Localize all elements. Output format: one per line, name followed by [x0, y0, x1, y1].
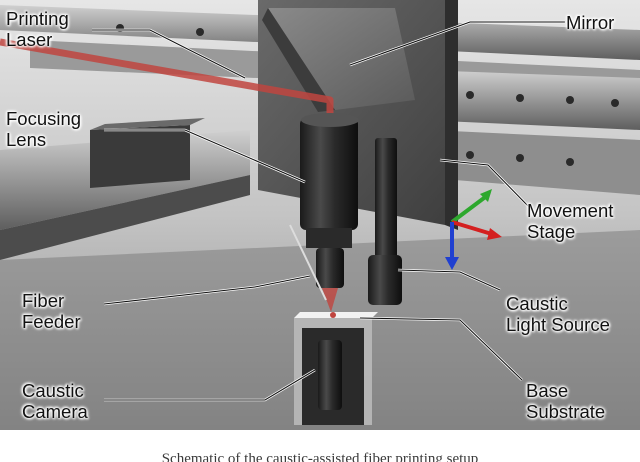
label-printing-laser-line1: Printing	[6, 8, 69, 29]
left-rail	[0, 118, 250, 260]
mirror	[262, 8, 415, 112]
setup-diagram	[0, 0, 640, 430]
figure-caption: Schematic of the caustic-assisted fiber …	[161, 451, 479, 462]
fiber-feeder-needle	[289, 224, 327, 301]
label-movement-stage-line2: Stage	[527, 221, 576, 242]
label-caustic-camera: Caustic Camera	[22, 380, 88, 422]
label-focusing-lens: Focusing Lens	[6, 108, 81, 150]
focusing-lens-assembly	[300, 113, 359, 288]
label-base-substrate-line1: Base	[526, 380, 569, 401]
leader-lines-core	[92, 21, 565, 401]
substrate-and-camera	[294, 312, 378, 425]
label-caustic-light-source-line1: Caustic	[506, 293, 568, 314]
label-base-substrate-line2: Substrate	[526, 401, 606, 422]
label-movement-stage: Movement Stage	[527, 200, 613, 242]
label-focusing-lens-line1: Focusing	[6, 108, 82, 129]
label-fiber-feeder-line1: Fiber	[22, 290, 65, 311]
label-caustic-camera-line1: Caustic	[22, 380, 84, 401]
label-printing-laser: Printing Laser	[6, 8, 69, 50]
label-caustic-light-source: Caustic Light Source	[506, 293, 610, 335]
label-movement-stage-line1: Movement	[527, 200, 614, 221]
axis-triad	[445, 189, 502, 270]
caustic-light-source-body	[368, 138, 402, 305]
label-mirror-text: Mirror	[566, 12, 615, 33]
label-printing-laser-line2: Laser	[6, 29, 53, 50]
focused-beam	[322, 288, 338, 312]
label-fiber-feeder-line2: Feeder	[22, 311, 81, 332]
label-base-substrate: Base Substrate	[526, 380, 605, 422]
label-mirror: Mirror	[566, 12, 614, 33]
label-caustic-camera-line2: Camera	[22, 401, 88, 422]
label-fiber-feeder: Fiber Feeder	[22, 290, 81, 332]
label-focusing-lens-line2: Lens	[6, 129, 47, 150]
label-caustic-light-source-line2: Light Source	[506, 314, 610, 335]
